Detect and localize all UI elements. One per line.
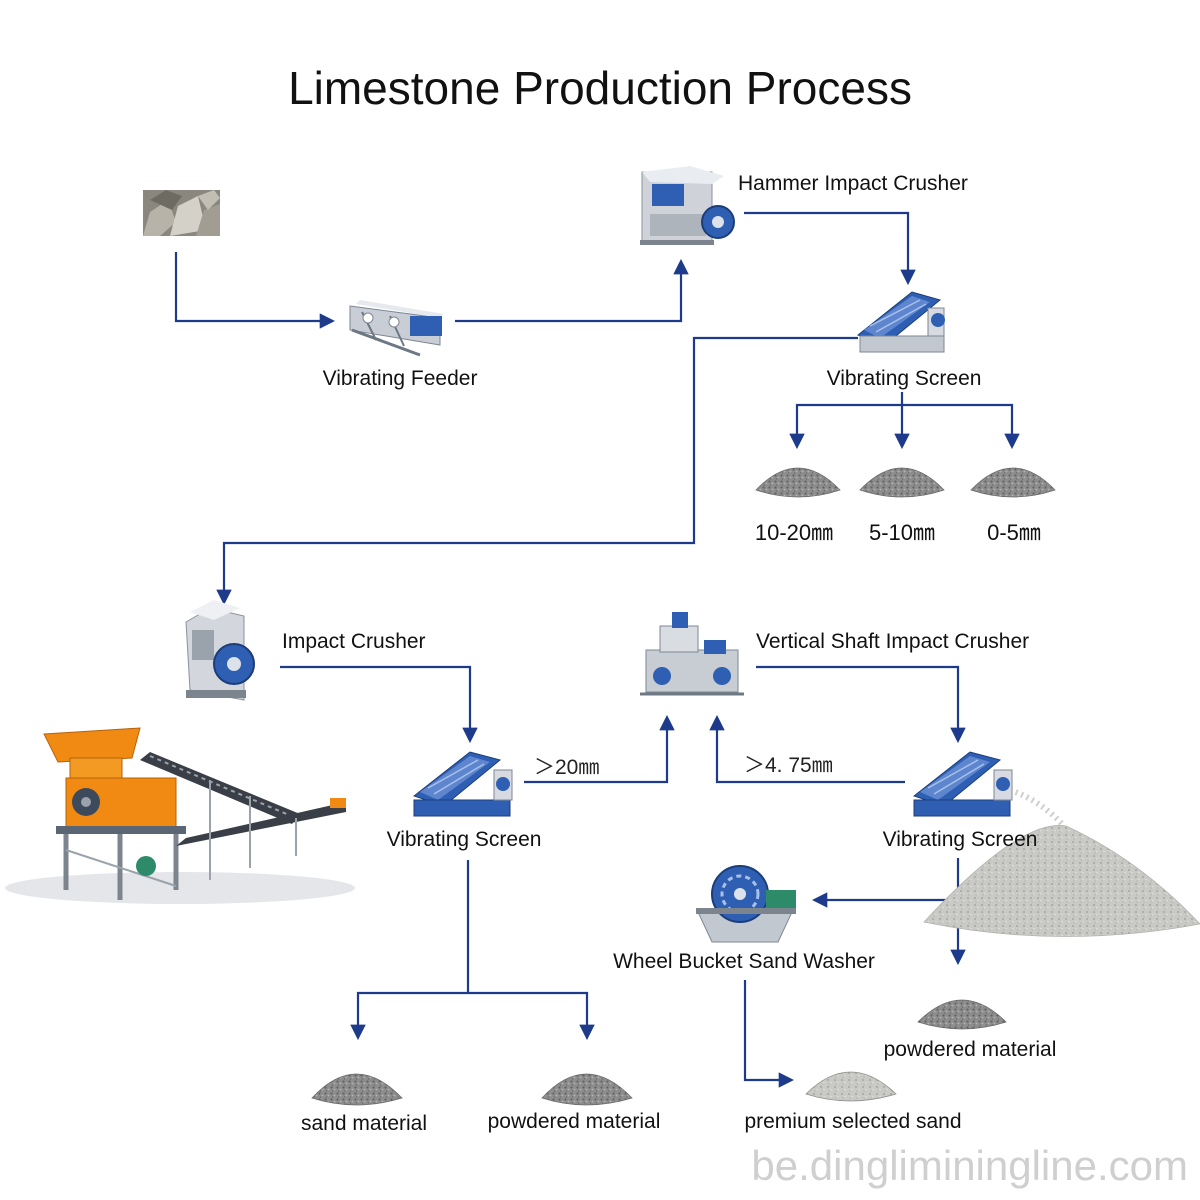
arrow-raw-to-feeder: [174, 252, 336, 329]
vibrating-screen-top-label: Vibrating Screen: [827, 367, 982, 390]
arrow-screen-to-vsi-gt475: [709, 714, 905, 784]
product-pile-powdered-left: [541, 1073, 633, 1106]
product-pile-5-10: [859, 467, 945, 498]
vibrating-screen-top-image: [856, 291, 945, 353]
sand-pile-large-image: [923, 787, 1200, 937]
arrow-vsi-to-screen: [756, 665, 966, 744]
product-pile-0-5: [970, 467, 1056, 498]
wheel-bucket-sand-washer-image: [696, 865, 796, 943]
vibrating-screen-left-image: [412, 751, 513, 817]
arrow-feeder-to-hammer-crusher: [455, 258, 689, 323]
raw-limestone-image: [143, 190, 220, 236]
arrow-hammer-crusher-to-screen: [744, 211, 916, 286]
vertical-shaft-impact-crusher-label: Vertical Shaft Impact Crusher: [756, 630, 1029, 653]
product-pile-10-20: [755, 467, 841, 498]
arrow-washer-to-premium: [743, 980, 795, 1088]
product-label-premium-sand: premium selected sand: [744, 1110, 961, 1133]
vibrating-screen-right-label: Vibrating Screen: [883, 828, 1038, 851]
product-label-powdered-right: powdered material: [884, 1038, 1057, 1061]
impact-crusher-label: Impact Crusher: [282, 630, 426, 653]
product-label-powdered-left: powdered material: [488, 1110, 661, 1133]
product-pile-powdered-right: [917, 999, 1007, 1030]
vibrating-feeder-image: [349, 300, 444, 357]
impact-crusher-image: [185, 600, 255, 701]
vertical-shaft-impact-crusher-image: [640, 612, 744, 696]
vibrating-screen-left-label: Vibrating Screen: [387, 828, 542, 851]
product-pile-sand-material: [311, 1073, 403, 1106]
hammer-impact-crusher-label: Hammer Impact Crusher: [738, 172, 968, 195]
product-label-sand-material: sand material: [301, 1112, 427, 1135]
product-label-10-20: 10-20㎜: [755, 520, 833, 545]
hammer-impact-crusher-image: [640, 166, 735, 245]
vibrating-feeder-label: Vibrating Feeder: [323, 367, 478, 390]
diagram-title: Limestone Production Process: [288, 62, 912, 114]
edge-label-gt-4-75: ＞4. 75㎜: [744, 754, 833, 777]
arrow-screen-to-washer: [811, 858, 960, 908]
product-pile-premium-sand: [805, 1071, 897, 1102]
arrow-to-powdered-left: [468, 991, 595, 1041]
edge-label-gt-20: ＞20㎜: [534, 756, 599, 779]
mobile-crushing-plant-image: [5, 727, 355, 904]
connectors: [174, 211, 1020, 1088]
product-label-5-10: 5-10㎜: [869, 520, 935, 545]
watermark: be.dingliminingline.com: [751, 1142, 1188, 1189]
arrow-screen-to-0-5: [902, 403, 1020, 450]
arrow-impact-crusher-to-screen: [280, 665, 478, 744]
product-label-0-5: 0-5㎜: [987, 520, 1041, 545]
arrow-screen-to-impact-crusher: [216, 336, 858, 606]
arrow-screen-to-vsi-gt20: [524, 714, 675, 784]
arrow-screen-to-10-20: [789, 403, 902, 450]
vibrating-screen-right-image: [912, 751, 1013, 817]
wheel-bucket-sand-washer-label: Wheel Bucket Sand Washer: [613, 950, 875, 973]
arrow-to-sand-material: [350, 991, 468, 1041]
